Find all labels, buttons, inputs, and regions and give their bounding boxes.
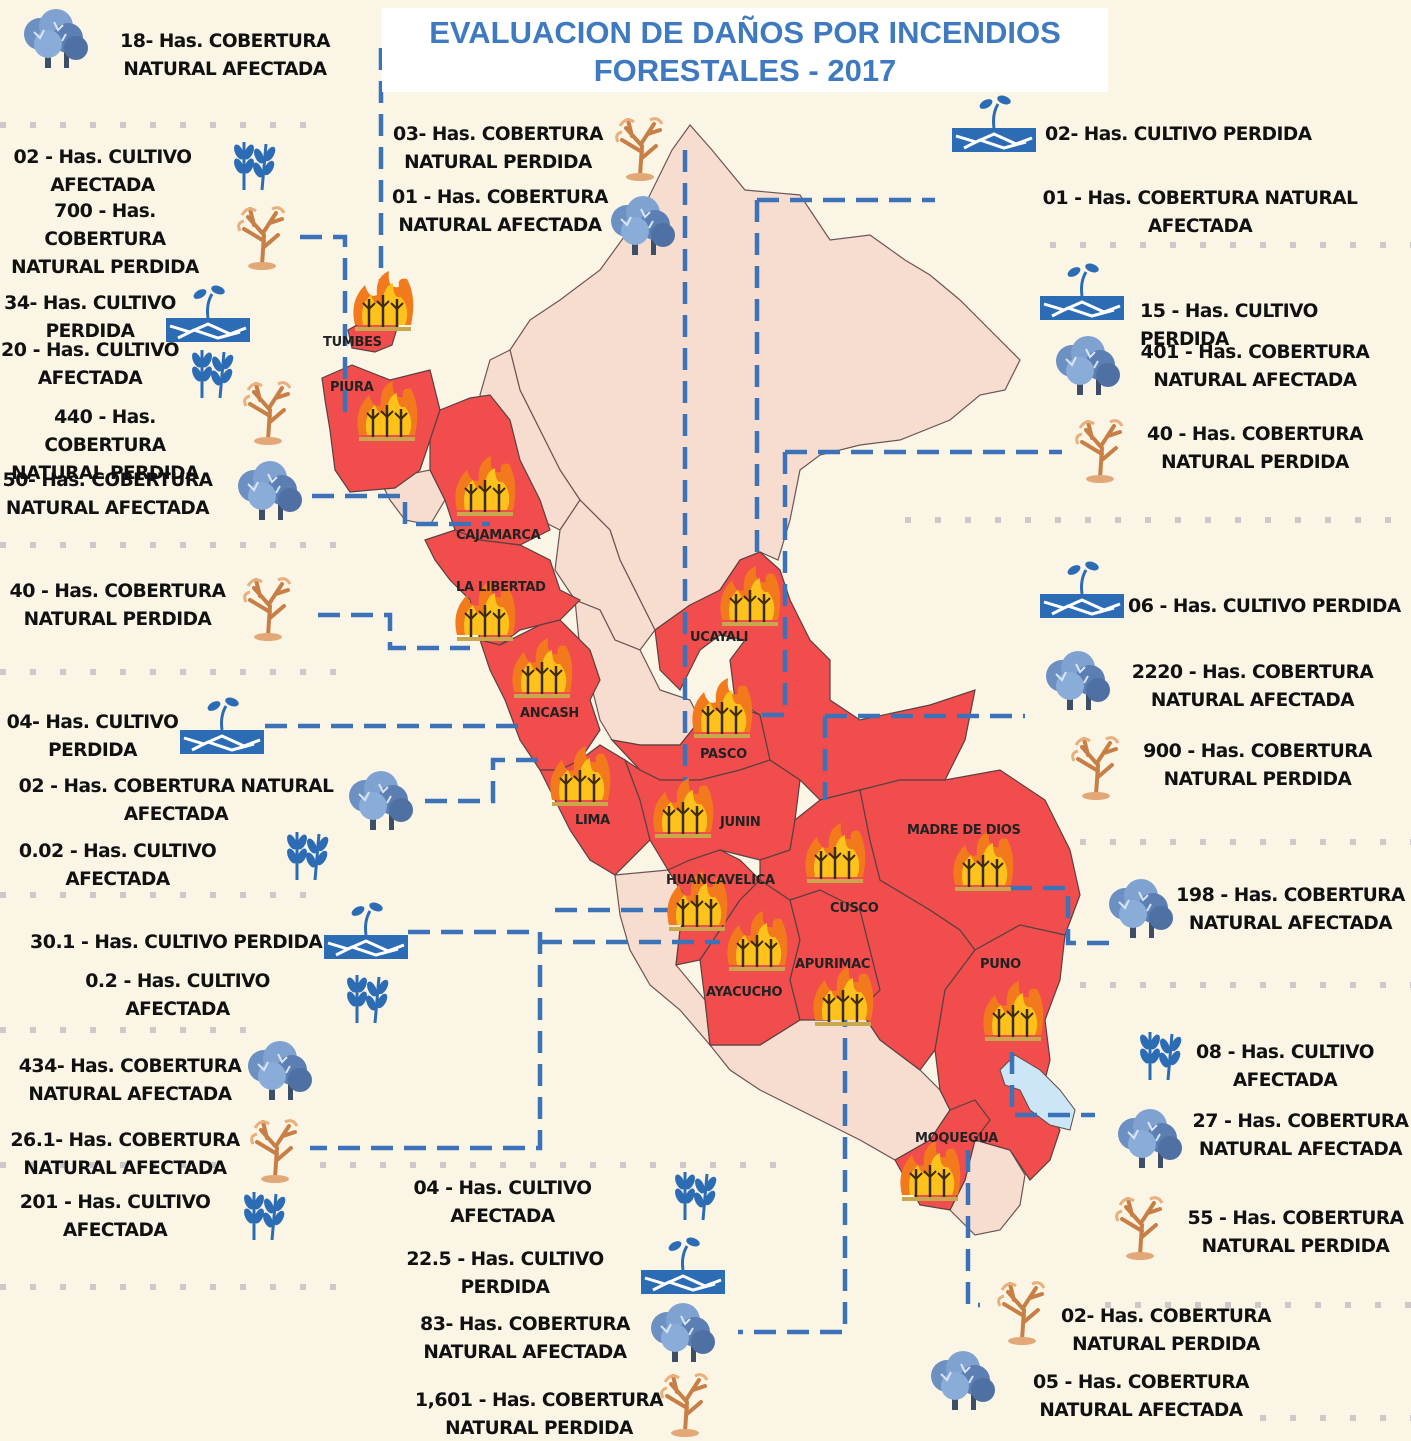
annotation-apurimac-a: 04 - Has. CULTIVO AFECTADA — [413, 1177, 592, 1227]
annotation-right-d: 401 - Has. COBERTURA NATURAL AFECTADA — [1140, 341, 1370, 391]
annotation-tumbes-b: 03- Has. COBERTURA NATURAL PERDIDA — [393, 123, 603, 173]
annotation-lima-b: 0.02 - Has. CULTIVO AFECTADA — [18, 840, 217, 890]
region-label-pasco: PASCO — [700, 747, 747, 762]
sprout-cracked-ground-icon — [178, 694, 266, 756]
region-label-la-libertad: LA LIBERTAD — [456, 580, 546, 595]
annotation-right-a: 02- Has. CULTIVO PERDIDA — [1045, 123, 1312, 145]
region-label-huancavelica: HUANCAVELICA — [666, 873, 775, 888]
region-label-ayacucho: AYACUCHO — [706, 985, 783, 1000]
region-label-apurimac: APURIMAC — [795, 957, 871, 972]
annotation-ayacucho-a: 434- Has. COBERTURA NATURAL AFECTADA — [18, 1055, 242, 1105]
wheat-icon — [343, 973, 392, 1025]
wheat-icon — [240, 1190, 289, 1242]
living-tree-icon — [237, 460, 303, 521]
annotation-right-k: 27 - Has. COBERTURA NATURAL AFECTADA — [1192, 1110, 1409, 1160]
region-label-tumbes: TUMBES — [323, 335, 382, 350]
dead-tree-icon — [1074, 418, 1124, 485]
title-line-2: FORESTALES - 2017 — [593, 53, 897, 88]
connector-lines — [265, 48, 1112, 1335]
dead-tree-icon — [236, 205, 286, 272]
annotation-cajamarca-b: 20 - Has. CULTIVO AFECTADA — [1, 339, 179, 389]
region-label-piura: PIURA — [330, 380, 374, 395]
title-box: EVALUACION DE DAÑOS POR INCENDIOS FOREST… — [382, 8, 1108, 92]
living-tree-icon — [1045, 650, 1111, 711]
annotation-right-h: 900 - Has. COBERTURA NATURAL PERDIDA — [1143, 740, 1372, 790]
region-label-puno: PUNO — [980, 957, 1021, 972]
annotation-ayacucho-c: 201 - Has. CULTIVO AFECTADA — [19, 1191, 211, 1241]
annotation-apurimac-b: 22.5 - Has. CULTIVO PERDIDA — [406, 1248, 604, 1298]
sprout-cracked-ground-icon — [639, 1234, 727, 1296]
base-map — [379, 124, 1026, 1236]
living-tree-icon — [348, 770, 414, 831]
annotation-ancash-a: 04- Has. CULTIVO PERDIDA — [6, 711, 179, 761]
annotation-cajamarca-c: 440 - Has. COBERTURA NATURAL PERDIDA — [11, 406, 199, 484]
annotation-apurimac-c: 83- Has. COBERTURA NATURAL AFECTADA — [420, 1313, 630, 1363]
wheat-icon — [230, 140, 279, 192]
annotation-right-l: 55 - Has. COBERTURA NATURAL PERDIDA — [1187, 1207, 1404, 1257]
annotation-huancavelica-a: 30.1 - Has. CULTIVO PERDIDA — [30, 931, 323, 953]
region-label-madre-de-dios: MADRE DE DIOS — [907, 823, 1021, 838]
region-label-cajamarca: CAJAMARCA — [456, 528, 541, 543]
annotation-la-libertad-a: 40 - Has. COBERTURA NATURAL PERDIDA — [9, 580, 226, 630]
annotation-right-i: 198 - Has. COBERTURA NATURAL AFECTADA — [1176, 884, 1405, 934]
living-tree-icon — [1108, 878, 1174, 939]
lake-titicaca — [999, 1054, 1076, 1131]
region-label-ucayali: UCAYALI — [690, 630, 749, 645]
region-label-cusco: CUSCO — [830, 901, 879, 916]
annotation-right-m: 02- Has. COBERTURA NATURAL PERDIDA — [1061, 1305, 1271, 1355]
wheat-icon — [283, 830, 332, 882]
forest-fire-icon — [691, 676, 754, 740]
region-label-junin: JUNIN — [720, 815, 761, 830]
annotation-lima-a: 02 - Has. COBERTURA NATURAL AFECTADA — [18, 775, 334, 825]
annotation-cajamarca-d: 50- Has. COBERTURA NATURAL AFECTADA — [2, 469, 213, 519]
sprout-cracked-ground-icon — [1038, 558, 1126, 620]
wheat-icon — [671, 1170, 720, 1222]
dead-tree-icon — [1114, 1195, 1164, 1262]
sprout-cracked-ground-icon — [1038, 260, 1126, 322]
dead-tree-icon — [1070, 735, 1120, 802]
sprout-cracked-ground-icon — [950, 92, 1038, 154]
annotation-tumbes-c: 01 - Has. COBERTURA NATURAL AFECTADA — [391, 186, 609, 236]
living-tree-icon — [650, 1302, 716, 1363]
sprout-cracked-ground-icon — [322, 899, 410, 961]
title-line-1: EVALUACION DE DAÑOS POR INCENDIOS — [429, 15, 1061, 50]
annotation-right-j: 08 - Has. CULTIVO AFECTADA — [1196, 1041, 1374, 1091]
living-tree-icon — [1055, 335, 1121, 396]
annotation-right-c: 15 - Has. CULTIVO PERDIDA — [1140, 300, 1318, 350]
region-label-moquegua: MOQUEGUA — [915, 1131, 998, 1146]
living-tree-icon — [1117, 1108, 1183, 1169]
annotation-right-g: 2220 - Has. COBERTURA NATURAL AFECTADA — [1131, 661, 1374, 711]
annotation-huancavelica-b: 0.2 - Has. CULTIVO AFECTADA — [85, 970, 270, 1020]
living-tree-icon — [930, 1350, 996, 1411]
living-tree-icon — [23, 8, 89, 69]
wheat-icon — [1136, 1030, 1185, 1082]
region-san-martin — [554, 499, 656, 651]
wheat-icon — [188, 348, 237, 400]
region-amazonas — [479, 349, 581, 531]
annotation-right-n: 05 - Has. COBERTURA NATURAL AFECTADA — [1032, 1371, 1250, 1421]
dead-tree-icon — [242, 576, 292, 643]
region-label-ancash: ANCASH — [520, 706, 579, 721]
forest-fire-icon — [352, 269, 415, 333]
region-label-lima: LIMA — [575, 813, 610, 828]
living-tree-icon — [247, 1040, 313, 1101]
dead-tree-icon — [249, 1118, 299, 1185]
annotation-piura-a: 02 - Has. CULTIVO AFECTADA — [13, 146, 192, 196]
annotation-right-b: 01 - Has. COBERTURA NATURAL AFECTADA — [1042, 187, 1358, 237]
dead-tree-icon — [996, 1280, 1046, 1347]
annotation-apurimac-d: 1,601 - Has. COBERTURA NATURAL PERDIDA — [414, 1389, 664, 1439]
annotation-cajamarca-a: 34- Has. CULTIVO PERDIDA — [4, 292, 176, 342]
dead-tree-icon — [242, 380, 292, 447]
dot-rows — [0, 122, 1411, 1421]
annotation-ayacucho-b: 26.1- Has. COBERTURA NATURAL AFECTADA — [10, 1129, 240, 1179]
annotation-right-f: 06 - Has. CULTIVO PERDIDA — [1128, 595, 1401, 617]
annotation-right-e: 40 - Has. COBERTURA NATURAL PERDIDA — [1146, 423, 1364, 473]
annotation-tumbes-a: 18- Has. COBERTURA NATURAL AFECTADA — [120, 30, 330, 80]
annotation-piura-b: 700 - Has. COBERTURA NATURAL PERDIDA — [11, 200, 199, 278]
dead-tree-icon — [614, 116, 664, 183]
